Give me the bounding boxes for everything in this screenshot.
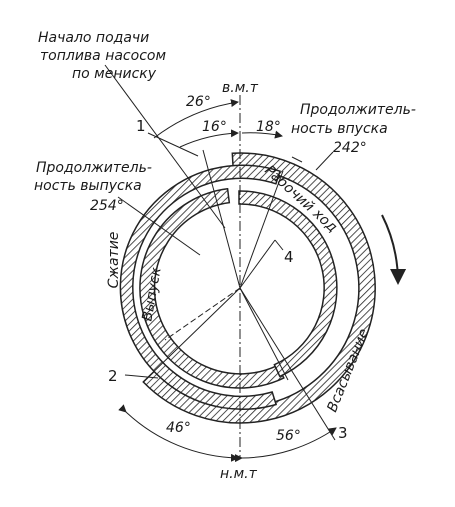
angle-46-label: 46° — [166, 420, 191, 436]
inner-band-exhaust — [139, 187, 285, 389]
middle-band-compression-exhaust — [119, 164, 281, 410]
point-4-label: 4 — [284, 248, 294, 266]
exhaust-duration-label-line2: ность выпуска — [34, 178, 142, 194]
intake-duration-value: 242° — [333, 140, 367, 156]
exhaust-duration-label-line1: Продолжитель- — [36, 160, 152, 176]
exhaust-duration-value: 254° — [90, 198, 124, 214]
angle-18-label: 18° — [256, 119, 281, 135]
compression-label: Сжатие — [106, 232, 122, 289]
intake-duration-label-line1: Продолжитель- — [300, 102, 416, 118]
point-2-label: 2 — [108, 367, 118, 385]
inner-band-working — [238, 190, 338, 378]
angle-16-label: 16° — [202, 119, 227, 135]
angle-26-label: 26° — [186, 94, 211, 110]
tdc-label: в.м.т — [222, 80, 259, 96]
rotation-direction-arrow — [381, 214, 407, 285]
bdc-label: н.м.т — [220, 466, 258, 482]
injection-start-label-line3: по мениску — [72, 66, 157, 82]
point-1-label: 1 — [136, 117, 146, 135]
radial-lines — [142, 149, 336, 441]
angle-dimensions — [118, 99, 337, 463]
intake-duration-label-line2: ность впуска — [291, 121, 388, 137]
injection-start-label-line2: топлива насосом — [40, 48, 166, 64]
angle-56-label: 56° — [276, 428, 301, 444]
injection-start-label-line1: Начало подачи — [38, 30, 149, 46]
point-3-label: 3 — [338, 424, 348, 442]
